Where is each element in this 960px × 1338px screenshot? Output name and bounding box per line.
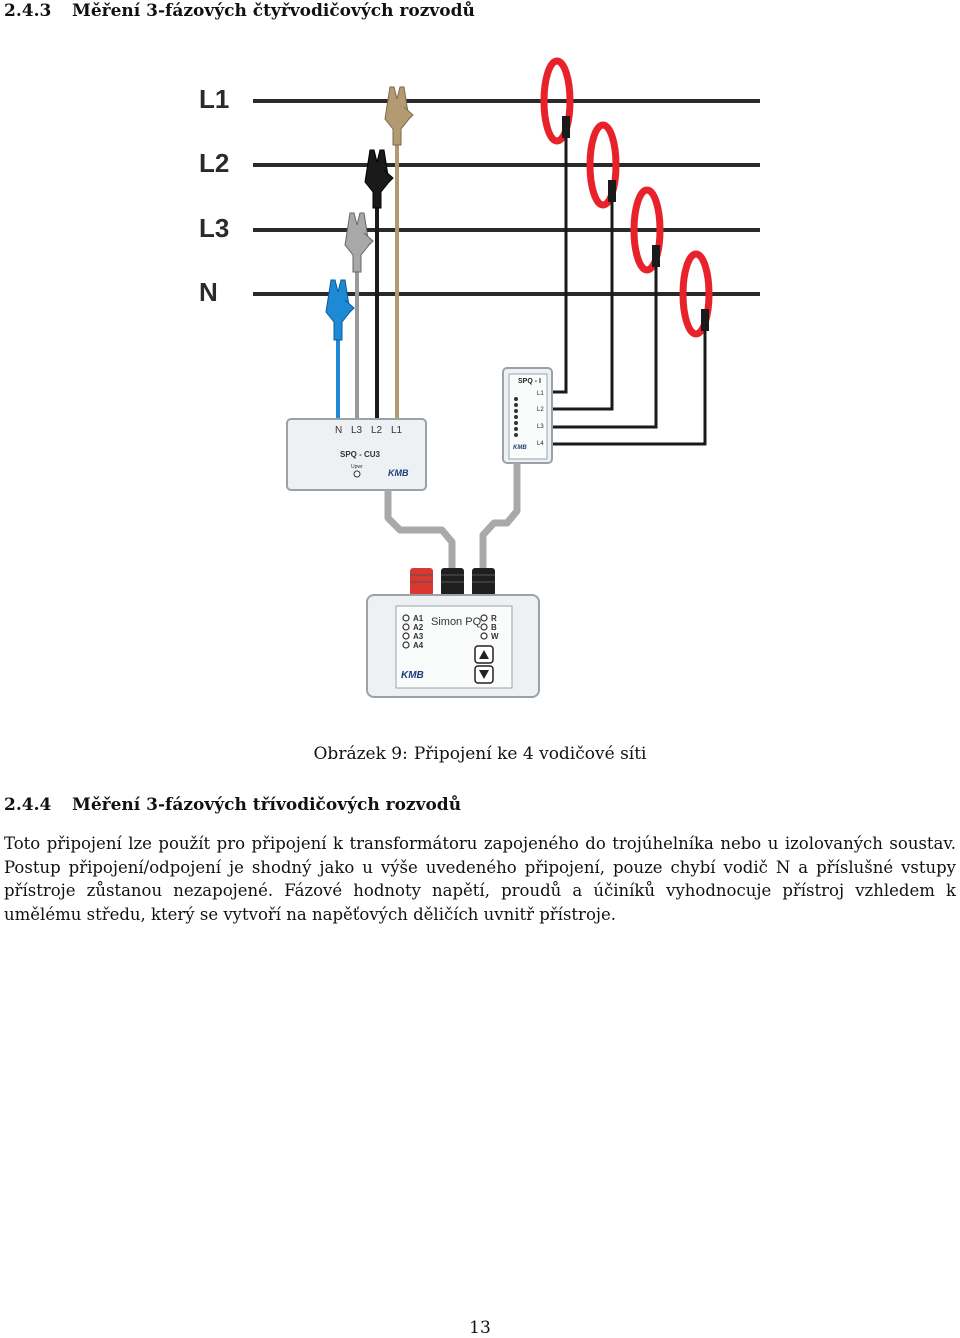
clip-black-icon — [364, 149, 394, 209]
section-number: 2.4.3 — [4, 1, 52, 21]
section-title: Měření 3-fázových třívodičových rozvodů — [72, 795, 462, 815]
figure-caption: Obrázek 9:Připojení ke 4 vodičové síti — [0, 744, 960, 764]
clamp-connector-icon — [562, 116, 570, 138]
simon-led-b: B — [491, 623, 497, 632]
spqi-name: SPQ - I — [518, 378, 541, 385]
cu3-input-l1: L1 — [391, 425, 403, 436]
cu3-input-l3: L3 — [351, 425, 363, 436]
line-label-l1: L1 — [199, 84, 229, 114]
section-heading-2-4-4: 2.4.4 Měření 3-fázových třívodičových roz… — [4, 795, 461, 815]
simon-input-a2: A2 — [413, 623, 424, 632]
body-paragraph: Toto připojení lze použít pro připojení … — [4, 834, 956, 924]
interconnect-cables — [384, 463, 521, 570]
cu3-input-l2: L2 — [371, 425, 383, 436]
cu3-indicator-label: Upwr — [351, 464, 363, 470]
cu3-module: N L3 L2 L1 SPQ - CU3 Upwr KMB — [286, 418, 427, 491]
clip-blue-icon — [325, 279, 355, 341]
simon-brand-logo: KMB — [401, 670, 424, 681]
section-title: Měření 3-fázových čtyřvodičových rozvodů — [72, 1, 475, 21]
clamp-connector-icon — [652, 245, 660, 267]
current-leads — [548, 138, 707, 446]
spqi-brand-logo: KMB — [513, 445, 527, 451]
simon-input-a1: A1 — [413, 614, 424, 623]
line-label-l3: L3 — [199, 213, 229, 243]
connection-diagram: L1 L2 L3 N — [199, 57, 760, 698]
clip-brown-icon — [384, 86, 414, 146]
page-number: 13 — [469, 1318, 491, 1338]
cu3-name: SPQ - CU3 — [340, 450, 381, 459]
cu3-input-n: N — [335, 425, 342, 436]
simon-pq-instrument: A1 A2 A3 A4 R B W Simon PQ KMB — [366, 594, 540, 698]
figure-caption-text: Připojení ke 4 vodičové síti — [413, 744, 647, 764]
input-connectors — [410, 568, 495, 596]
spqi-channel-l1: L1 — [537, 391, 544, 397]
current-clamps — [540, 57, 713, 338]
voltage-leads — [336, 145, 399, 422]
simon-input-a4: A4 — [413, 641, 424, 650]
simon-name: Simon PQ — [431, 616, 482, 628]
cu3-brand-logo: KMB — [388, 468, 409, 478]
simon-led-w: W — [491, 632, 499, 641]
figure-caption-label: Obrázek 9: — [313, 744, 408, 764]
clamp-connector-icon — [701, 309, 709, 331]
spqi-channel-l2: L2 — [537, 407, 544, 413]
clip-grey-icon — [344, 212, 374, 273]
line-label-l2: L2 — [199, 148, 229, 178]
spqi-channel-l3: L3 — [537, 424, 544, 430]
section-heading-2-4-3: 2.4.3 Měření 3-fázových čtyřvodičových ro… — [4, 1, 475, 21]
simon-led-r: R — [491, 614, 497, 623]
clamp-connector-icon — [608, 180, 616, 202]
spqi-module: SPQ - I L1 L2 L3 L4 KMB — [502, 367, 553, 464]
line-label-n: N — [199, 277, 218, 307]
spqi-channel-l4: L4 — [537, 441, 544, 447]
simon-input-a3: A3 — [413, 632, 424, 641]
section-number: 2.4.4 — [4, 795, 52, 815]
power-led-icon — [353, 470, 361, 478]
